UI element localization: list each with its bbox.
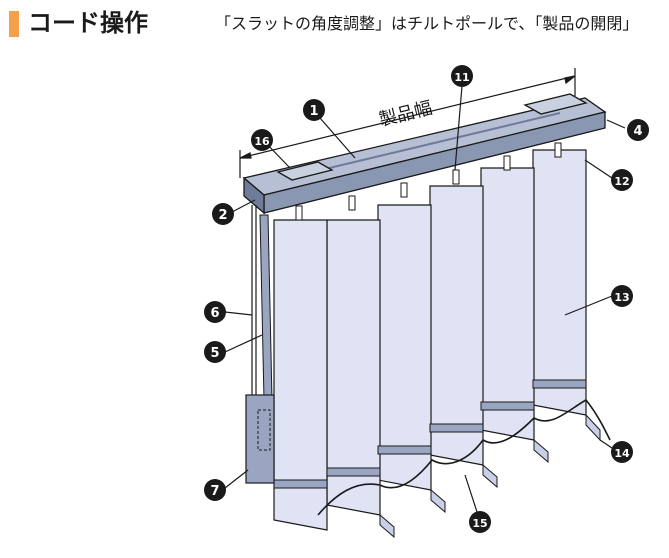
svg-text:2: 2: [218, 208, 227, 223]
svg-text:7: 7: [210, 484, 219, 499]
svg-text:13: 13: [614, 291, 629, 304]
slats: [273, 149, 587, 531]
callout-14: 14: [611, 441, 633, 463]
svg-text:1: 1: [309, 104, 318, 119]
section-title: コード操作: [28, 9, 148, 37]
svg-text:11: 11: [454, 71, 469, 84]
callout-11: 11: [451, 65, 473, 87]
callouts: 1 2 4 5 6 7 11 12 13 14 15 16: [204, 65, 649, 533]
cords: [251, 205, 257, 400]
tilt-pole: [259, 214, 273, 401]
svg-text:6: 6: [210, 306, 219, 321]
svg-text:4: 4: [633, 124, 642, 139]
callout-15: 15: [469, 511, 491, 533]
slat: [480, 167, 535, 441]
svg-text:16: 16: [254, 135, 270, 148]
slat-hooks: [295, 142, 562, 221]
section-description: 「スラットの角度調整」はチルトポールで、「製品の開閉」: [215, 14, 639, 33]
bottom-chain: [317, 398, 611, 516]
callout-6: 6: [204, 301, 226, 323]
callout-2: 2: [212, 203, 234, 225]
svg-text:12: 12: [614, 175, 629, 188]
slat-edges: [379, 413, 601, 539]
accent-bar: [9, 11, 19, 37]
callout-16: 16: [251, 129, 273, 151]
leader-lines: [224, 85, 626, 516]
callout-5: 5: [204, 341, 226, 363]
svg-text:15: 15: [472, 517, 487, 530]
svg-text:14: 14: [614, 447, 630, 460]
callout-1: 1: [303, 99, 325, 121]
slat: [532, 149, 587, 416]
head-rail: [242, 93, 607, 215]
callout-13: 13: [611, 285, 633, 307]
slat: [429, 185, 484, 466]
callout-12: 12: [611, 169, 633, 191]
callout-7: 7: [204, 479, 226, 501]
bottom-weights: [273, 379, 587, 489]
cord-weight-inner: [257, 409, 271, 451]
width-label: 製品幅: [377, 97, 434, 130]
width-dimension: [239, 68, 576, 178]
header: コード操作 「スラットの角度調整」はチルトポールで、「製品の開閉」: [0, 0, 669, 46]
callout-4: 4: [627, 119, 649, 141]
svg-text:5: 5: [210, 346, 219, 361]
